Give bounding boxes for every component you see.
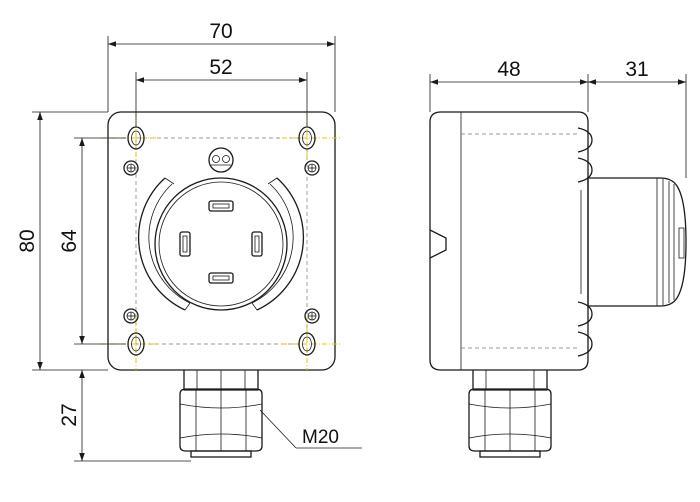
side-housing: [429, 111, 589, 371]
socket-pin-right: [251, 231, 263, 257]
mounting-hole-bottom-right: [298, 332, 316, 356]
socket-pin-top: [208, 200, 234, 212]
mounting-pattern: [135, 137, 308, 345]
dim-mounting-width: 52: [209, 56, 232, 79]
cover-screw-top-left: [123, 160, 139, 176]
cable-gland-side: [468, 370, 552, 458]
dim-side-depth: 48: [497, 58, 520, 81]
socket-collar: [137, 177, 186, 311]
cover-screw-top-right: [304, 160, 320, 176]
mounting-hole-bottom-left: [127, 332, 145, 356]
gland-thread-label: M20: [302, 427, 339, 448]
front-housing: [107, 111, 336, 371]
dim-front-height: 80: [16, 229, 39, 252]
cable-gland-front: [179, 370, 263, 458]
dim-mounting-height: 64: [58, 229, 81, 253]
cover-screw-bottom-left: [123, 308, 139, 324]
socket-protrusion: [587, 177, 687, 307]
mounting-hole-top-right: [298, 126, 316, 150]
socket-pin-left: [179, 231, 191, 257]
cover-screw-bottom-right: [304, 308, 320, 324]
socket-pin-bottom: [208, 272, 234, 284]
earth-ground-icon: [208, 147, 234, 173]
dimension-lines: [32, 36, 687, 462]
dim-side-protrusion: 31: [625, 58, 648, 81]
dim-gland-length: 27: [58, 403, 81, 426]
socket-face: [154, 177, 288, 311]
front-view: [101, 111, 342, 458]
mounting-hole-top-left: [127, 126, 145, 150]
side-view: [429, 111, 687, 458]
dim-front-width: 70: [209, 20, 232, 43]
